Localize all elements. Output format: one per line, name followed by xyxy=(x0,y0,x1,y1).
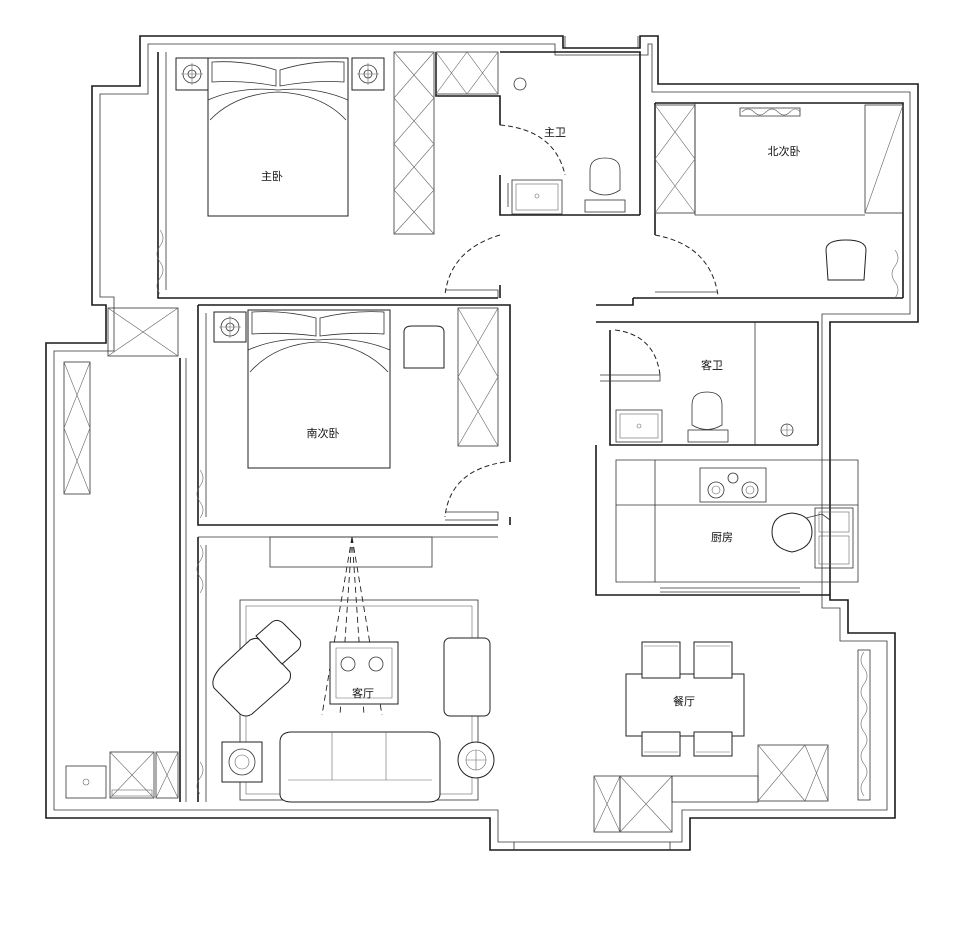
master-bath-fixtures xyxy=(511,77,626,215)
interior-walls xyxy=(157,51,904,802)
label-dining-room: 餐厅 xyxy=(673,694,695,708)
master-bed xyxy=(175,57,385,217)
north-bedroom-door-swing xyxy=(654,234,719,296)
label-master-bedroom: 主卧 xyxy=(261,170,283,183)
north-bedroom-furniture xyxy=(739,107,867,281)
master-bath-door-swing xyxy=(499,124,566,176)
living-room-furniture xyxy=(212,536,495,803)
label-south-second-bedroom: 南次卧 xyxy=(307,426,340,440)
south-bedroom-door-swing xyxy=(444,461,506,518)
doors xyxy=(444,124,719,521)
master-bedroom-door-swing xyxy=(444,234,501,296)
guest-bath-fixtures xyxy=(615,391,794,443)
label-kitchen: 厨房 xyxy=(711,531,733,544)
wardrobes xyxy=(63,51,904,833)
dining-furniture xyxy=(625,641,745,757)
room-labels: 主卧 主卫 北次卧 南次卧 客卫 厨房 客厅 餐厅 xyxy=(261,126,801,708)
guest-bath-door-swing xyxy=(614,329,661,376)
south-bed xyxy=(213,309,445,469)
label-guest-bath: 客卫 xyxy=(701,358,723,372)
label-living-room: 客厅 xyxy=(352,686,374,700)
exterior-walls xyxy=(45,35,919,851)
label-master-bath: 主卫 xyxy=(544,126,566,139)
kitchen-fixtures xyxy=(699,467,854,569)
balcony-fixtures xyxy=(65,229,899,801)
label-north-second-bedroom: 北次卧 xyxy=(768,144,801,158)
